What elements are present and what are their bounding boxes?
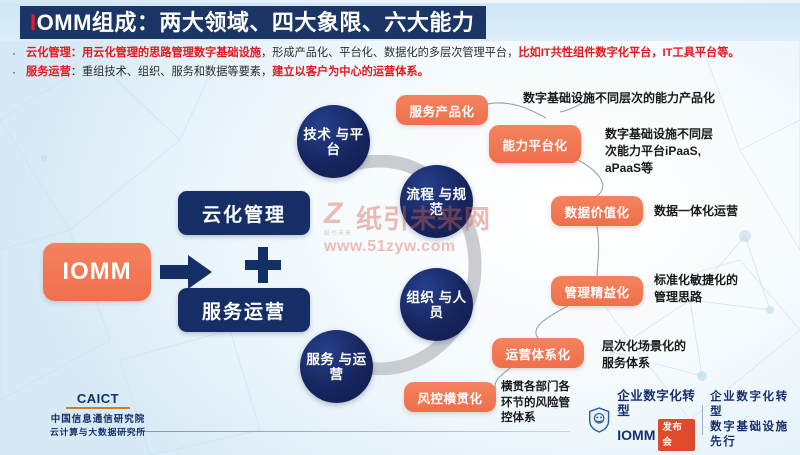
badge-right-line2: 数字基础设施先行 bbox=[710, 421, 789, 448]
badge-divider bbox=[702, 405, 704, 435]
quadrant-circle-operation: 服务 与运 营 bbox=[300, 330, 373, 403]
org-logo-block: CAICT 中国信息通信研究院 云计算与大数据研究所 bbox=[38, 391, 158, 438]
domain-box-service-operation: 服务运营 bbox=[178, 288, 310, 332]
bullet-list: · 云化管理：用云化管理的思路管理数字基础设施，形成产品化、平台化、数据化的多层… bbox=[8, 45, 798, 83]
plus-icon bbox=[245, 247, 281, 283]
capability-description-platformization: 数字基础设施不同层 次能力平台iPaaS, aPaaS等 bbox=[605, 127, 714, 175]
capability-label: 能力平台化 bbox=[502, 138, 568, 153]
badge-left-line1: 企业数字化转型 bbox=[617, 389, 696, 418]
bullet-seg: 用云化管理的思路管理数字基础设施 bbox=[81, 47, 261, 59]
caict-logo-underline bbox=[66, 407, 130, 409]
capability-description-risk-control: 横贯各部门各 环节的风险管 控体系 bbox=[501, 381, 570, 424]
badge-left-block: 企业数字化转型 IOMM 发布会 bbox=[617, 389, 696, 451]
iomm-label: IOMM bbox=[62, 258, 132, 285]
capability-risk-control: 风控横贯化 bbox=[404, 382, 496, 412]
capability-description-lean-management: 标准化敏捷化的 管理思路 bbox=[654, 273, 739, 304]
bullet-seg: 服务运营 bbox=[26, 66, 71, 78]
right-arrow-icon bbox=[160, 255, 212, 289]
bullet-seg: 云化管理 bbox=[26, 47, 71, 59]
org-name-line2: 云计算与大数据研究所 bbox=[50, 427, 146, 437]
bullet-seg: ： bbox=[70, 47, 82, 59]
domain-label: 云化管理 bbox=[201, 204, 286, 226]
page-title: IOMM组成：两大领域、四大象限、六大能力 bbox=[30, 9, 475, 35]
bullet-marker: · bbox=[12, 65, 16, 79]
event-badge: 企业数字化转型 IOMM 发布会 企业数字化转型 数字基础设施先行 bbox=[588, 389, 800, 451]
shield-icon bbox=[589, 407, 610, 433]
badge-iomm-text: IOMM bbox=[617, 426, 656, 443]
capability-label: 数据价值化 bbox=[564, 205, 630, 220]
capability-description-data-valorization: 数据一体化运营 bbox=[654, 204, 739, 218]
domain-label: 服务运营 bbox=[201, 301, 286, 323]
capability-description-service-productization: 数字基础设施不同层次的能力产品化 bbox=[523, 91, 716, 105]
capability-label: 管理精益化 bbox=[564, 285, 630, 300]
capability-data-valorization: 数据价值化 bbox=[551, 196, 643, 226]
title-accent-letter: I bbox=[30, 9, 37, 35]
header-bar: IOMM组成：两大领域、四大象限、六大能力 bbox=[20, 6, 487, 39]
caict-logo-text: CAICT bbox=[76, 391, 120, 406]
badge-pill-label: 发布会 bbox=[658, 419, 696, 451]
org-name-line1: 中国信息通信研究院 bbox=[50, 414, 146, 425]
footer-divider bbox=[120, 431, 570, 432]
capability-label: 风控横贯化 bbox=[417, 391, 483, 406]
badge-right-block: 企业数字化转型 数字基础设施先行 bbox=[710, 390, 800, 450]
capability-label: 服务产品化 bbox=[409, 104, 475, 119]
quadrant-label: 流程 与规 范 bbox=[406, 186, 467, 217]
capability-label: 运营体系化 bbox=[505, 347, 571, 362]
capability-lean-management: 管理精益化 bbox=[551, 276, 643, 306]
quadrant-label: 服务 与运 营 bbox=[306, 351, 367, 382]
title-text: OMM组成：两大领域、四大象限、六大能力 bbox=[36, 9, 475, 35]
capability-platformization: 能力平台化 bbox=[489, 125, 581, 163]
iomm-source-box: IOMM bbox=[43, 243, 151, 301]
badge-right-line1: 企业数字化转型 bbox=[710, 391, 789, 418]
bullet-item-service: · 服务运营：重组技术、组织、服务和数据等要素，建立以客户为中心的运营体系。 bbox=[8, 64, 798, 81]
quadrant-circle-technology: 技术 与平 台 bbox=[297, 105, 370, 178]
quadrant-ring bbox=[331, 155, 482, 375]
bullet-marker: · bbox=[12, 46, 16, 60]
bullet-seg: 比如IT共性组件数字化平台，IT工具平台等。 bbox=[518, 47, 740, 59]
capability-operation-system: 运营体系化 bbox=[492, 338, 584, 368]
bullet-seg: 建立以客户为中心的运营体系。 bbox=[272, 66, 429, 78]
quadrant-label: 组织 与人 员 bbox=[406, 289, 467, 320]
bullet-seg: ，形成产品化、平台化、数据化的多层次管理平台， bbox=[260, 47, 519, 59]
capability-description-operation-system: 层次化场景化的 服务体系 bbox=[602, 339, 687, 370]
domain-box-cloud-management: 云化管理 bbox=[178, 191, 310, 235]
bullet-item-cloud: · 云化管理：用云化管理的思路管理数字基础设施，形成产品化、平台化、数据化的多层… bbox=[8, 45, 798, 62]
quadrant-label: 技术 与平 台 bbox=[303, 126, 364, 157]
quadrant-circle-process: 流程 与规 范 bbox=[400, 165, 473, 238]
bullet-seg: ：重组技术、组织、服务和数据等要素， bbox=[70, 66, 273, 78]
quadrant-circle-organization: 组织 与人 员 bbox=[400, 268, 473, 341]
capability-service-productization: 服务产品化 bbox=[396, 95, 488, 125]
